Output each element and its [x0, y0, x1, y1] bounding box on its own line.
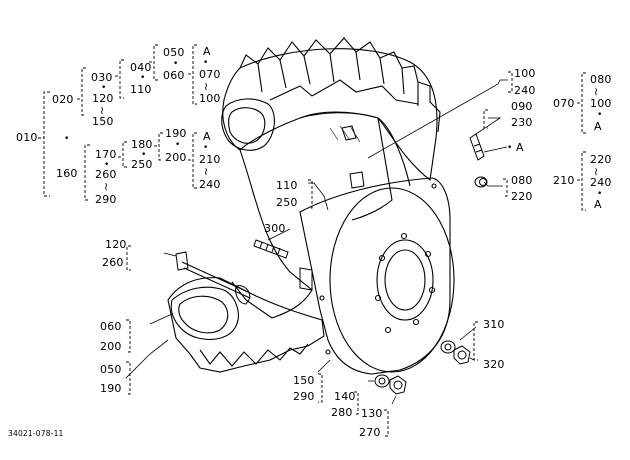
tree-tilde: ≀	[204, 165, 209, 178]
left-bracket-tree	[38, 44, 197, 201]
tree-120: 120	[92, 92, 114, 105]
tree-dot: •	[203, 58, 209, 68]
tree-050: 050	[163, 46, 185, 59]
tree-260: 260	[95, 168, 117, 181]
tree-160: 160	[56, 167, 78, 180]
callout-270: 270	[359, 426, 381, 439]
rim-bracket	[235, 125, 365, 305]
callout-a: A	[516, 141, 524, 154]
rtree-a1: A	[594, 120, 602, 133]
hub-nut-310	[440, 340, 456, 354]
tree-250: 250	[131, 158, 153, 171]
tree-tilde: ≀	[104, 180, 109, 193]
tree-dot: •	[175, 140, 181, 150]
callout-290: 290	[293, 390, 315, 403]
rtree-080: 080	[590, 73, 612, 86]
tree-100: 100	[199, 92, 221, 105]
bolt-120	[175, 251, 251, 299]
tree-150: 150	[92, 115, 114, 128]
rim-flange-hatch	[329, 125, 361, 143]
callout-250: 250	[276, 196, 298, 209]
tree-110: 110	[130, 83, 152, 96]
tree-040: 040	[130, 61, 152, 74]
tree-dot: •	[104, 160, 110, 170]
tree-tilde: ≀	[100, 104, 105, 117]
tree-dot: •	[64, 134, 70, 144]
callout-300: 300	[264, 222, 286, 235]
rtree-tilde: ≀	[594, 85, 599, 98]
rtree-dot: •	[597, 189, 603, 199]
callout-150: 150	[293, 374, 315, 387]
rtree-220: 220	[590, 153, 612, 166]
callout-240: 240	[514, 84, 536, 97]
tree-290: 290	[95, 193, 117, 206]
tree-dot: •	[141, 150, 147, 160]
tire-lower-section	[167, 149, 325, 373]
tree-tilde: ≀	[204, 80, 209, 93]
callout-320: 320	[483, 358, 505, 371]
callout-brackets	[126, 71, 513, 437]
tire	[221, 37, 441, 221]
callout-090: 090	[511, 100, 533, 113]
tree-dot: •	[101, 83, 107, 93]
callout-130: 130	[361, 407, 383, 420]
stud-300	[253, 239, 289, 259]
tree-240: 240	[199, 178, 221, 191]
callout-220: 220	[511, 190, 533, 203]
callout-310: 310	[483, 318, 505, 331]
callout-100: 100	[514, 67, 536, 80]
washer-140	[374, 374, 390, 388]
tree-a-bot: A	[203, 130, 211, 143]
tree-190: 190	[165, 127, 187, 140]
rtree-240: 240	[590, 176, 612, 189]
disk-wheel	[299, 177, 455, 375]
tree-dot: •	[140, 73, 146, 83]
callout-200: 200	[100, 340, 122, 353]
tree-210: 210	[199, 153, 221, 166]
tree-070: 070	[199, 68, 221, 81]
tree-010: 010	[16, 131, 38, 144]
callout-190: 190	[100, 382, 122, 395]
rtree-a2: A	[594, 198, 602, 211]
callout-060: 060	[100, 320, 122, 333]
valve-stem-090	[469, 133, 485, 161]
tree-200: 200	[165, 151, 187, 164]
right-bracket-tree	[577, 72, 586, 211]
rtree-100: 100	[590, 97, 612, 110]
valve-cap-080	[474, 176, 488, 188]
callout-080: 080	[511, 174, 533, 187]
callout-140: 140	[334, 390, 356, 403]
tree-a-top: A	[203, 45, 211, 58]
callout-dot: •	[507, 143, 513, 153]
tree-060: 060	[163, 69, 185, 82]
callout-260: 260	[102, 256, 124, 269]
rtree-dot: •	[597, 110, 603, 120]
hub-nut-320	[453, 345, 471, 365]
callout-110: 110	[276, 179, 298, 192]
rtree-tilde: ≀	[594, 165, 599, 178]
tree-170: 170	[95, 148, 117, 161]
tree-020: 020	[52, 93, 74, 106]
tree-030: 030	[91, 71, 113, 84]
callout-280: 280	[331, 406, 353, 419]
figure-code: 34021-078-11	[8, 429, 64, 438]
tree-dot: •	[203, 143, 209, 153]
tree-dot: •	[173, 59, 179, 69]
callout-230: 230	[511, 116, 533, 129]
rtree-070: 070	[553, 97, 575, 110]
rtree-210: 210	[553, 174, 575, 187]
nut-130	[389, 375, 407, 395]
leader-lines	[125, 79, 508, 405]
callout-050: 050	[100, 363, 122, 376]
tree-180: 180	[131, 138, 153, 151]
callout-120: 120	[105, 238, 127, 251]
